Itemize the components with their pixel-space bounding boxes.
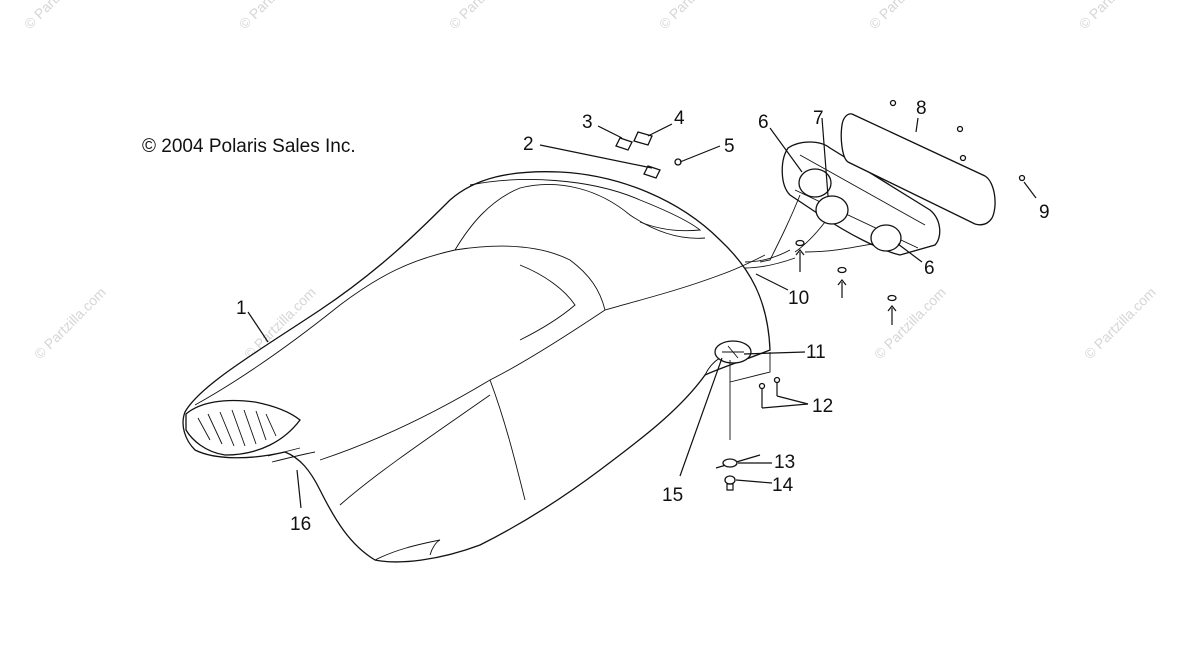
watermark: © Partzilla.com <box>236 0 314 32</box>
callout-6b: 6 <box>924 258 935 279</box>
callout-15: 15 <box>662 485 683 506</box>
taillight-assembly <box>744 141 941 269</box>
callout-7: 7 <box>813 108 824 129</box>
callout-11: 11 <box>806 342 826 363</box>
callout-9: 9 <box>1039 202 1050 223</box>
hardware <box>615 99 1026 491</box>
lens-part <box>840 113 996 226</box>
callout-13: 13 <box>774 452 795 473</box>
callout-3: 3 <box>582 112 593 133</box>
callout-4: 4 <box>674 108 685 129</box>
callout-10: 10 <box>788 288 809 309</box>
copyright-text: © 2004 Polaris Sales Inc. <box>142 136 356 157</box>
watermark: © Partzilla.com <box>866 0 944 32</box>
seat-assembly <box>182 171 771 563</box>
watermark: © Partzilla.com <box>656 0 734 32</box>
callout-5: 5 <box>724 136 735 157</box>
watermark: © Partzilla.com <box>1076 0 1154 32</box>
callout-6a: 6 <box>758 112 769 133</box>
callout-14: 14 <box>772 475 794 496</box>
callout-12: 12 <box>812 396 833 417</box>
callout-2: 2 <box>523 134 534 155</box>
leader-lines <box>247 117 1037 509</box>
watermark: © Partzilla.com <box>31 284 109 362</box>
watermark: © Partzilla.com <box>21 0 99 32</box>
watermark: © Partzilla.com <box>871 284 949 362</box>
callout-8: 8 <box>916 98 927 119</box>
watermark: © Partzilla.com <box>446 0 524 32</box>
callouts: 1 2 3 4 5 6 7 8 9 6 10 11 12 13 14 15 16 <box>236 98 1050 535</box>
callout-16: 16 <box>290 514 311 535</box>
callout-1: 1 <box>236 298 247 319</box>
watermark: © Partzilla.com <box>1081 284 1159 362</box>
